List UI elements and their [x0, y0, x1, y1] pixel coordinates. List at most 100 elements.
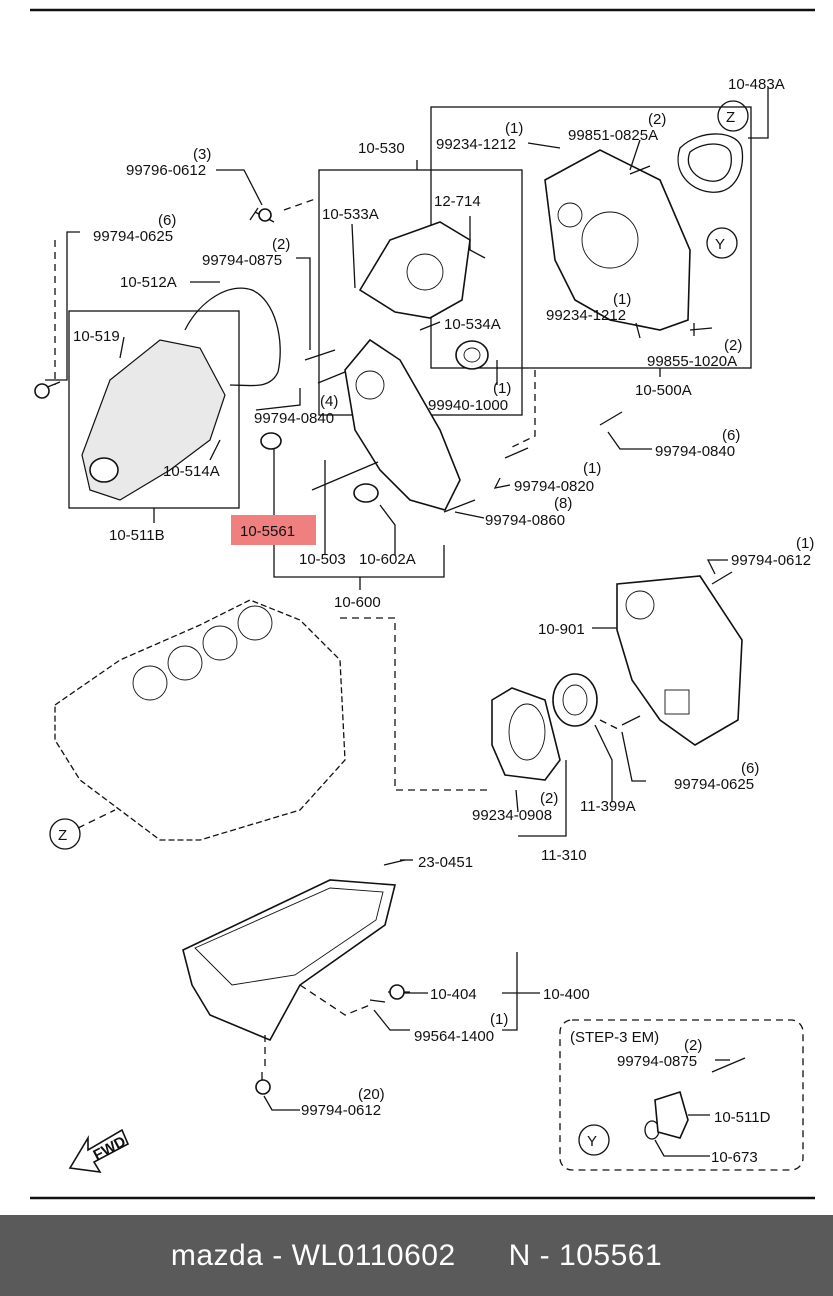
dowel-10-503-part: [311, 461, 379, 491]
label-99794-0625-left-qty: (6): [158, 212, 176, 229]
label-99794-0612-top: 99794-0612: [731, 552, 811, 569]
group-bracket-11-310: [518, 760, 567, 837]
label-10-901: 10-901: [538, 621, 585, 638]
label-99234-1212-mid: 99234-1212: [546, 307, 626, 324]
label-99794-0840-right: 99794-0840: [655, 443, 735, 460]
rear-housing-11-310-part: [491, 687, 561, 781]
marker-z-block: Z: [49, 818, 81, 850]
label-99794-0840-left: 99794-0840: [254, 410, 334, 427]
label-99234-1212-top-qty: (1): [505, 120, 523, 137]
footer-brand: mazda: [170, 1238, 264, 1272]
marker-z-top: Z: [717, 100, 749, 132]
cylinder-bore-2: [167, 645, 203, 681]
label-99794-0612-bottom-qty: (20): [358, 1086, 385, 1103]
label-99794-0820: 99794-0820: [514, 478, 594, 495]
label-99940-1000: 99940-1000: [428, 397, 508, 414]
bolt-head-99796: [258, 208, 272, 222]
label-99564-1400-qty: (1): [490, 1011, 508, 1028]
front-cover-10-500A-part: [544, 149, 691, 331]
label-10-602A: 10-602A: [359, 551, 416, 568]
marker-y-top: Y: [706, 227, 738, 259]
svg-text:Y: Y: [587, 1133, 597, 1150]
front-cover-hole-small: [557, 202, 583, 228]
bolt-head-1-512: [389, 984, 405, 1000]
belt-cover-window: [89, 457, 119, 483]
label-99794-0820-qty: (1): [583, 460, 601, 477]
footer-ref-number: 105561: [559, 1238, 663, 1272]
label-10-5561-highlighted: 10-5561: [240, 523, 295, 540]
label-99794-0625-right-qty: (6): [741, 760, 759, 777]
front-cover-hole: [581, 211, 639, 269]
timing-case-10-600-part: [344, 338, 461, 511]
highlight-box: [231, 515, 316, 545]
label-23-0451: 23-0451: [418, 854, 473, 871]
svg-text:Z: Z: [58, 827, 67, 844]
end-plate-window: [664, 689, 690, 715]
label-99794-0875: 99794-0875: [202, 252, 282, 269]
bolt-head-pan: [255, 1079, 271, 1095]
part-number-footer: mazda - WL0110602 N - 105561: [0, 1215, 833, 1296]
label-10-600: 10-600: [334, 594, 381, 611]
svg-text:Y: Y: [715, 236, 725, 253]
fwd-arrow: FWD: [68, 1128, 130, 1174]
label-10-673: 10-673: [711, 1149, 758, 1166]
footer-part-number: WL0110602: [291, 1238, 456, 1272]
step3-housing: [654, 1090, 689, 1139]
bolt-head-left: [34, 383, 50, 399]
label-99794-0875-qty: (2): [272, 236, 290, 253]
group-bracket-10-600: [273, 448, 445, 578]
label-10-483A: 10-483A: [728, 76, 785, 93]
cover-10-530-part: [358, 221, 471, 319]
label-10-530: 10-530: [358, 140, 405, 157]
label-10-512A: 10-512A: [120, 274, 177, 291]
rear-seal-11-399A-part: [552, 673, 598, 727]
footer-separator-1: -: [263, 1238, 292, 1272]
label-99794-0625-left: 99794-0625: [93, 228, 173, 245]
cover-10-530-hole: [406, 253, 444, 291]
engine-block-part: [54, 599, 346, 841]
label-99794-0840-right-qty: (6): [722, 427, 740, 444]
footer-separator-2: -: [530, 1238, 560, 1272]
label-99794-0875-step: 99794-0875: [617, 1053, 697, 1070]
label-10-500A: 10-500A: [635, 382, 692, 399]
leader-lines: [45, 88, 769, 1157]
label-10-534A: 10-534A: [444, 316, 501, 333]
label-99234-1212-mid-qty: (1): [613, 291, 631, 308]
label-99851-0825A: 99851-0825A: [568, 127, 658, 144]
cylinder-bore-1: [132, 665, 168, 701]
step3-box: [559, 1019, 804, 1171]
label-10-404: 10-404: [430, 986, 477, 1003]
cylinder-bore-3: [202, 625, 238, 661]
label-99234-0908-qty: (2): [540, 790, 558, 807]
group-bracket-10-400: [502, 952, 518, 1031]
end-plate-10-901-part: [616, 575, 743, 746]
seal-10-534A-inner: [463, 347, 481, 363]
label-99796-0612: 99796-0612: [126, 162, 206, 179]
label-99564-1400: 99564-1400: [414, 1028, 494, 1045]
gasket-10-483A-part: [677, 133, 744, 193]
label-99855-1020A: 99855-1020A: [647, 353, 737, 370]
label-99794-0860-qty: (8): [554, 495, 572, 512]
timing-case-hole: [355, 370, 385, 400]
label-99855-1020A-qty: (2): [724, 337, 742, 354]
label-10-400: 10-400: [543, 986, 590, 1003]
marker-y-step: Y: [578, 1124, 610, 1156]
label-99794-0840-left-qty: (4): [320, 393, 338, 410]
label-99940-1000-qty: (1): [493, 380, 511, 397]
footer-ref-label: N: [508, 1238, 531, 1272]
cylinder-bore-4: [237, 605, 273, 641]
oil-pan-10-400-part: [182, 879, 397, 1042]
label-10-514A: 10-514A: [163, 463, 220, 480]
plug-10-602A-part: [353, 483, 379, 503]
label-99794-0612-top-qty: (1): [796, 535, 814, 552]
footer-gap: [456, 1239, 509, 1273]
oil-seal-part: [260, 432, 282, 450]
end-plate-hole: [625, 590, 655, 620]
label-10-511D: 10-511D: [714, 1109, 771, 1126]
label-10-533A: 10-533A: [322, 206, 379, 223]
label-10-519: 10-519: [73, 328, 120, 345]
exploded-parts-diagram: Z Y Z Y: [30, 8, 815, 1200]
label-99234-0908: 99234-0908: [472, 807, 552, 824]
label-11-399A: 11-399A: [580, 798, 636, 815]
label-99234-1212-top: 99234-1212: [436, 136, 516, 153]
